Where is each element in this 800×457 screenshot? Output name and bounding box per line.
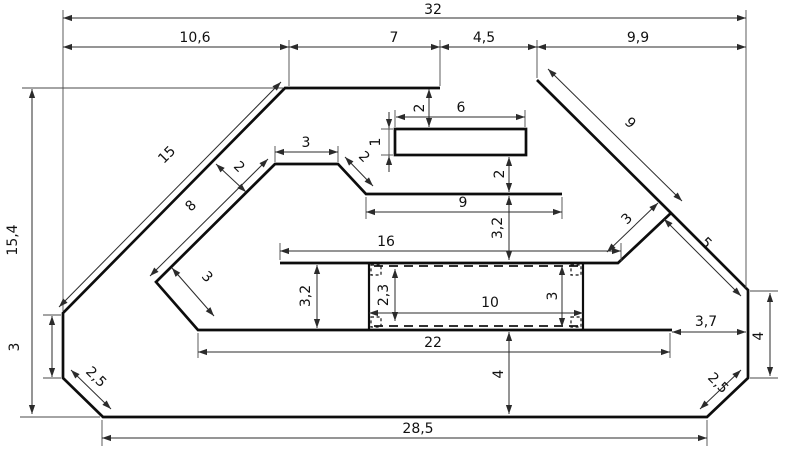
dim-label-top-seg4: 9,9 xyxy=(627,30,649,46)
dim-label-notch-top: 3 xyxy=(302,135,311,151)
dim-label-right-slant: 9 xyxy=(621,114,639,132)
dim-label-chamfer-right: 2,5 xyxy=(704,370,731,397)
dim-label-right-corner-slant: 5 xyxy=(697,234,715,252)
dim-label-top-seg1: 10,6 xyxy=(179,30,210,46)
dim-label-slot-width: 10 xyxy=(481,295,499,311)
slot-corner-mark xyxy=(570,264,582,276)
outer-contour xyxy=(61,79,750,419)
dim-label-slot-height: 3 xyxy=(545,292,561,301)
dim-label-pocket-slant: 3 xyxy=(198,268,216,286)
tab-rectangle xyxy=(393,127,528,157)
dimension-lines xyxy=(28,14,774,442)
dim-pocket-slant xyxy=(171,267,215,317)
slot-corner-mark xyxy=(570,316,582,328)
slot-corner-mark xyxy=(370,264,382,276)
dim-notch-chamfer xyxy=(344,156,374,187)
dim-inner-slant xyxy=(149,158,269,277)
dim-label-base-gap: 4 xyxy=(491,369,507,378)
dim-label-left-edge: 3 xyxy=(7,343,23,352)
dim-label-chamfer-left: 2,5 xyxy=(82,364,109,391)
dim-right-slant xyxy=(547,68,683,202)
dim-label-bottom-width: 28,5 xyxy=(402,421,433,437)
dim-label-slot-inner-height: 2,3 xyxy=(376,284,392,306)
dim-label-right-edge: 4 xyxy=(751,331,767,340)
dim-label-tab-offset: 2 xyxy=(412,104,428,113)
dim-label-plate-bottom: 22 xyxy=(424,335,442,351)
dimension-labels: 32 10,6 7 4,5 9,9 15,4 15 8 2 3 2 2 6 1 … xyxy=(5,2,767,437)
extension-lines xyxy=(20,10,778,446)
dim-slant-gap xyxy=(215,163,247,193)
dim-chamfer-left xyxy=(70,369,112,410)
dim-label-shelf-width: 9 xyxy=(459,195,468,211)
dim-label-right-notch-slant: 3 xyxy=(618,210,636,228)
dim-label-plate-thickness: 3,2 xyxy=(298,285,314,307)
dim-label-tab-width: 6 xyxy=(457,100,466,116)
dim-right-notch-slant xyxy=(606,202,659,253)
dim-right-corner-slant xyxy=(663,218,742,297)
hidden-slot xyxy=(367,263,585,330)
dim-label-shelf-gap: 3,2 xyxy=(490,217,506,239)
dim-label-slant-gap: 2 xyxy=(230,158,248,176)
dim-label-top-seg2: 7 xyxy=(390,30,399,46)
dim-label-left-slant: 15 xyxy=(155,143,179,167)
dim-label-overall-width: 32 xyxy=(424,2,442,18)
dim-label-inner-slant: 8 xyxy=(182,197,200,215)
dim-label-tab-gap: 2 xyxy=(492,170,508,179)
dim-label-top-seg3: 4,5 xyxy=(473,30,495,46)
dim-label-notch-chamfer: 2 xyxy=(355,148,373,166)
dim-label-right-gap: 3,7 xyxy=(695,314,717,330)
dim-chamfer-right xyxy=(699,369,742,410)
inner-pocket-contour xyxy=(154,162,672,332)
slot-corner-mark xyxy=(370,316,382,328)
dim-label-overall-height: 15,4 xyxy=(5,224,21,255)
dim-label-tab-height: 1 xyxy=(368,138,384,147)
dim-left-slant xyxy=(58,81,282,308)
dim-label-plate-top: 16 xyxy=(377,234,395,250)
